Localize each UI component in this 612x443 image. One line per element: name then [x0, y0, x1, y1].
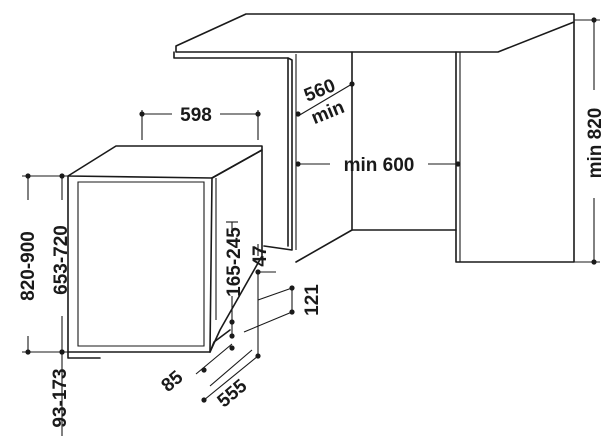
dishwasher-foot	[67, 351, 101, 359]
dim-niche-height	[574, 17, 600, 265]
dishwasher-door	[77, 181, 205, 347]
width-label: 598	[180, 105, 212, 126]
dim-depth	[201, 272, 261, 403]
foot-offset-label: 47	[250, 245, 271, 266]
kitchen-niche	[173, 13, 575, 263]
dishwasher-body	[67, 145, 263, 359]
door-gap-label: 165-245	[224, 227, 245, 297]
niche-width-label: min 600	[344, 155, 415, 176]
dim-front-offset	[195, 343, 253, 387]
dishwasher-front	[67, 175, 213, 353]
dishwasher-plinth-edge	[209, 329, 231, 353]
dim-door-gap	[226, 221, 238, 339]
dim-niche-width	[295, 161, 461, 167]
dishwasher-side	[209, 149, 263, 353]
countertop	[175, 13, 575, 53]
body-height-label: 653-720	[51, 225, 72, 295]
dim-foot-height	[243, 285, 295, 333]
plinth-label: 93-173	[50, 368, 71, 427]
foot-height-label: 121	[302, 284, 323, 316]
niche-right-panel	[455, 21, 575, 263]
niche-height-label: min 820	[585, 108, 606, 179]
niche-left-panel	[173, 51, 293, 251]
dim-niche-depth	[295, 81, 355, 117]
dim-plinth	[56, 349, 90, 436]
depth-label: 555	[214, 375, 252, 412]
dim-width	[139, 110, 261, 140]
dishwasher-top	[67, 145, 263, 179]
front-offset-label: 85	[158, 367, 188, 397]
overall-height-label: 820-900	[18, 231, 39, 301]
